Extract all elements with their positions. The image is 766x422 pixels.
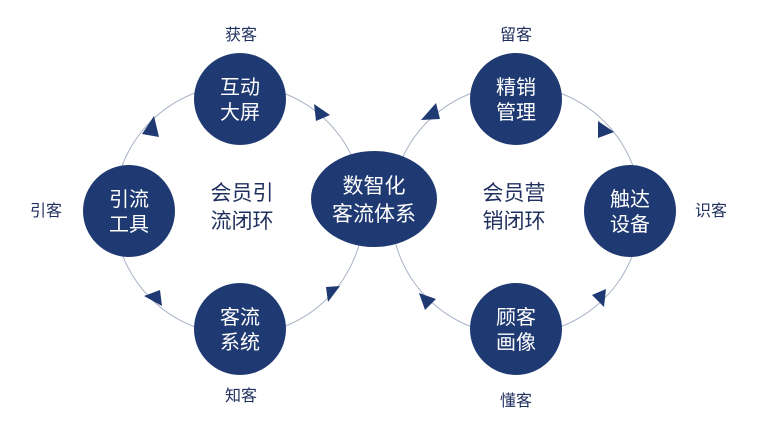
customer-portrait-node bbox=[470, 283, 562, 375]
traffic-tools-node bbox=[83, 165, 175, 257]
arrow-left-bottom-right bbox=[326, 286, 340, 302]
right-loop-label-line-2: 销闭环 bbox=[483, 209, 546, 233]
traffic-tools-line-2: 工具 bbox=[109, 212, 149, 236]
interactive-screen-line-1: 互动 bbox=[220, 75, 260, 99]
label-acquire: 获客 bbox=[225, 25, 257, 44]
center-node-line-1: 数智化 bbox=[343, 174, 406, 198]
traffic-tools-line-1: 引流 bbox=[109, 187, 149, 211]
arrow-left-bottom-left bbox=[144, 290, 162, 306]
customer-portrait-line-2: 画像 bbox=[496, 330, 536, 354]
arrow-right-top-left bbox=[421, 103, 440, 120]
left-loop-label-line-1: 会员引 bbox=[211, 181, 274, 205]
label-retain: 留客 bbox=[500, 25, 532, 44]
precision-marketing-line-2: 管理 bbox=[496, 100, 536, 124]
arrow-right-bottom-left bbox=[419, 293, 436, 310]
arrow-right-bottom-right bbox=[592, 289, 606, 307]
arrow-right-top-right bbox=[598, 121, 614, 138]
arrow-left-top-right bbox=[314, 104, 330, 121]
left-loop-label-line-2: 流闭环 bbox=[211, 209, 274, 233]
arrow-left-top-left bbox=[142, 116, 159, 137]
center-node bbox=[311, 151, 437, 247]
customer-portrait-line-1: 顾客 bbox=[496, 305, 536, 329]
right-loop-label-line-1: 会员营 bbox=[483, 181, 546, 205]
touch-device-node bbox=[584, 165, 676, 257]
label-know: 知客 bbox=[225, 386, 257, 405]
touch-device-line-2: 设备 bbox=[610, 212, 650, 236]
center-node-line-2: 客流体系 bbox=[332, 202, 416, 226]
traffic-system-line-2: 系统 bbox=[220, 330, 260, 354]
precision-marketing-node bbox=[470, 53, 562, 145]
interactive-screen-line-2: 大屏 bbox=[220, 100, 260, 124]
traffic-system-node bbox=[194, 283, 286, 375]
label-attract: 引客 bbox=[30, 201, 62, 220]
interactive-screen-node bbox=[194, 53, 286, 145]
label-understand: 懂客 bbox=[500, 391, 532, 410]
touch-device-line-1: 触达 bbox=[610, 187, 650, 211]
traffic-system-line-1: 客流 bbox=[220, 305, 260, 329]
precision-marketing-line-1: 精销 bbox=[496, 75, 536, 99]
label-identify: 识客 bbox=[695, 201, 727, 220]
